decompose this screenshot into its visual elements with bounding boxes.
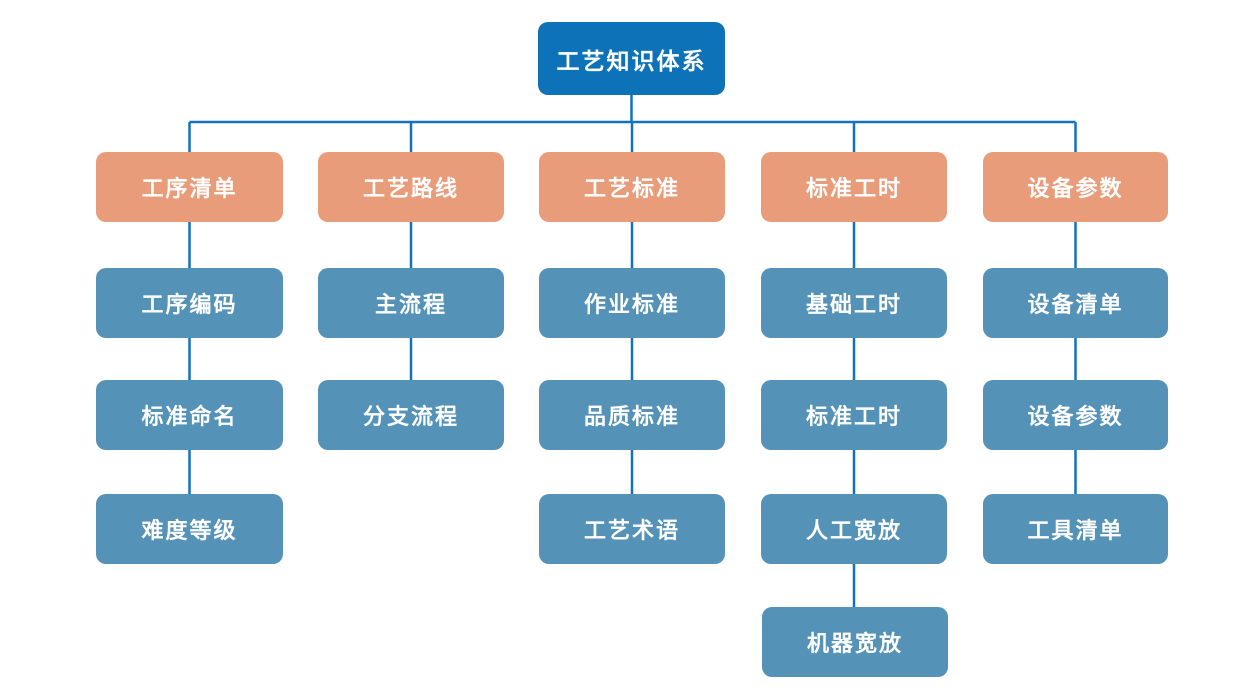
node-leaf-quality-standard: 品质标准 [539, 380, 725, 450]
node-leaf-equipment-parameters: 设备参数 [983, 380, 1168, 450]
node-branch-process-standard: 工艺标准 [539, 152, 725, 222]
node-branch-standard-hours: 标准工时 [761, 152, 947, 222]
node-branch-equipment-params: 设备参数 [983, 152, 1168, 222]
node-leaf-standard-naming: 标准命名 [96, 380, 283, 450]
connector-root-to-branches [188, 95, 1077, 152]
node-leaf-tool-list: 工具清单 [983, 494, 1168, 564]
node-branch-process-route: 工艺路线 [318, 152, 504, 222]
node-leaf-main-flow: 主流程 [318, 268, 504, 338]
node-root: 工艺知识体系 [538, 22, 725, 95]
node-leaf-equipment-list: 设备清单 [983, 268, 1168, 338]
node-leaf-operation-standard: 作业标准 [539, 268, 725, 338]
node-leaf-basic-hours: 基础工时 [761, 268, 947, 338]
node-branch-process-list: 工序清单 [96, 152, 283, 222]
node-leaf-manual-allowance: 人工宽放 [761, 494, 947, 564]
node-leaf-difficulty-level: 难度等级 [96, 494, 283, 564]
node-leaf-process-terms: 工艺术语 [539, 494, 725, 564]
node-leaf-standard-hours: 标准工时 [761, 380, 947, 450]
node-leaf-process-code: 工序编码 [96, 268, 283, 338]
node-leaf-branch-flow: 分支流程 [318, 380, 504, 450]
node-leaf-machine-allowance: 机器宽放 [762, 607, 948, 677]
